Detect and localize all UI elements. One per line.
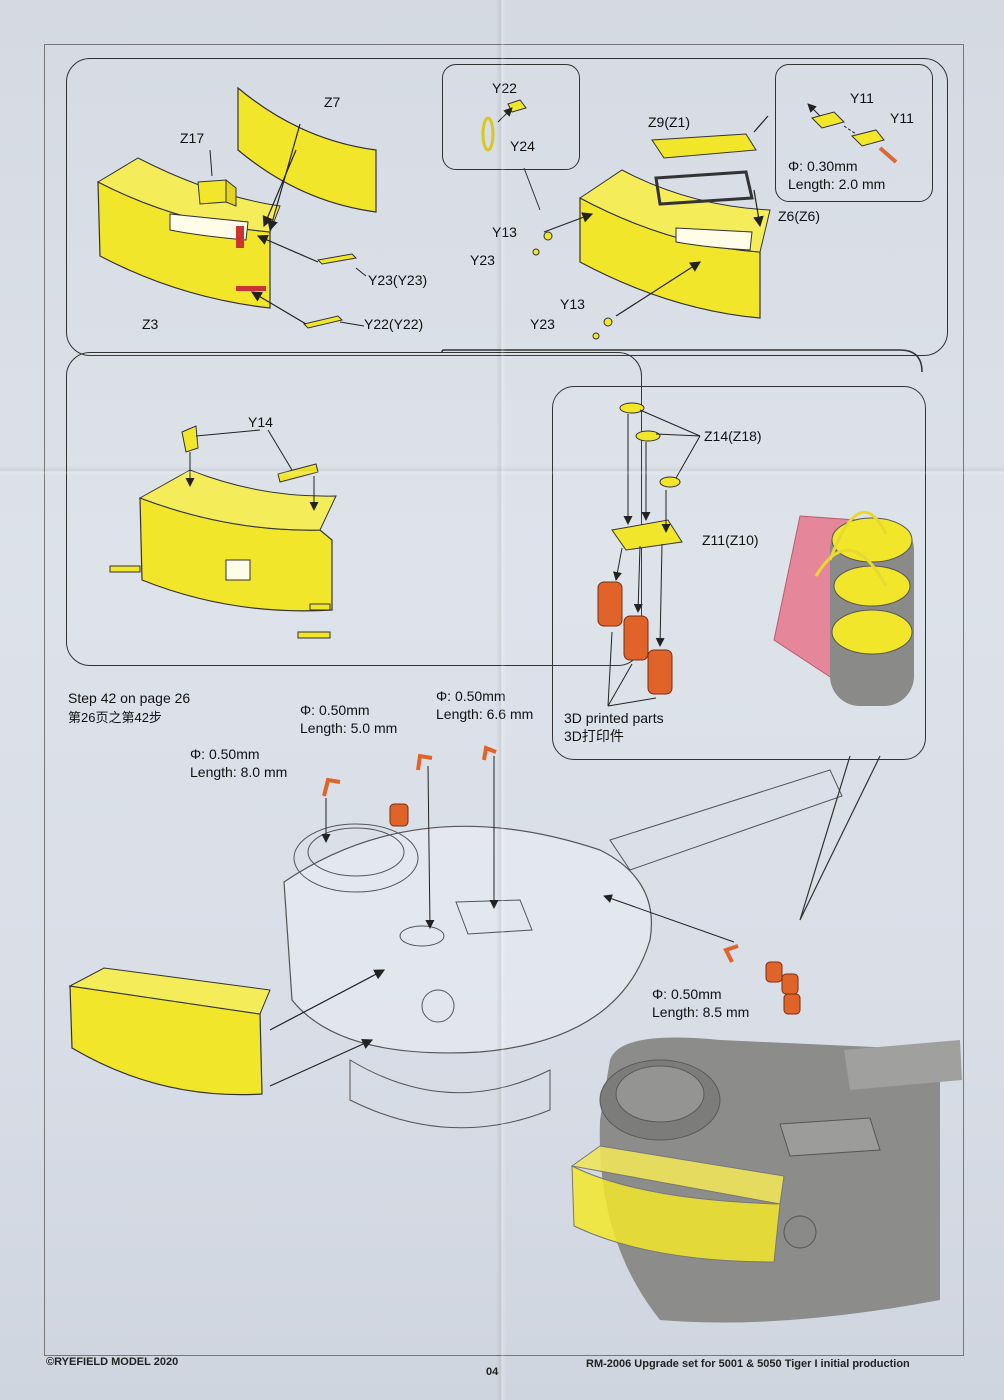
label-step-en: Step 42 on page 26 (68, 690, 191, 706)
z6-shield (579, 169, 771, 319)
label-z14-z18: Z14(Z18) (704, 428, 762, 444)
y22-strip (303, 315, 343, 329)
label-phi-050-b: Φ: 0.50mm (300, 702, 370, 718)
footer-page-number: 04 (486, 1366, 499, 1378)
z17-plate (197, 178, 237, 207)
label-y23-a: Y23 (470, 252, 495, 268)
y14-shield (109, 469, 337, 639)
z14-parts (619, 402, 681, 488)
label-z11-z10: Z11(Z10) (702, 532, 759, 548)
label-y11-a: Y11 (850, 90, 874, 106)
label-length-8-5: Length: 8.5 mm (652, 1004, 750, 1020)
label-3d-printed-cn: 3D打印件 (564, 728, 624, 744)
label-y11-b: Y11 (890, 110, 914, 126)
turret-shield-part (68, 967, 271, 1096)
y23-strip (316, 253, 358, 265)
label-phi-050-d: Φ: 0.50mm (652, 986, 722, 1002)
label-phi-050-a: Φ: 0.50mm (190, 746, 260, 762)
callout-y22-y24 (442, 64, 580, 170)
label-y14: Y14 (248, 414, 273, 430)
label-y13-b: Y13 (560, 296, 585, 312)
label-z6-z6: Z6(Z6) (778, 208, 820, 224)
label-phi-030: Φ: 0.30mm (788, 158, 858, 174)
page-border (44, 44, 964, 1356)
z3-shield (96, 157, 281, 309)
label-length-2: Length: 2.0 mm (788, 176, 886, 192)
label-length-8: Length: 8.0 mm (190, 764, 288, 780)
label-y22: Y22 (492, 80, 517, 96)
panel-outline (441, 349, 923, 373)
label-z9-z1: Z9(Z1) (648, 114, 690, 130)
z11-bracket (611, 519, 683, 551)
footer-copyright: ©RYEFIELD MODEL 2020 (46, 1356, 179, 1368)
turret-drawing (283, 769, 843, 1129)
label-y24: Y24 (510, 138, 535, 154)
label-y23-b: Y23 (530, 316, 555, 332)
fold-crease-vertical (496, 0, 506, 1400)
label-z7: Z7 (324, 94, 341, 110)
label-phi-050-c: Φ: 0.50mm (436, 688, 506, 704)
label-step-cn: 第26页之第42步 (68, 710, 162, 725)
label-3d-printed-en: 3D printed parts (564, 710, 664, 726)
label-length-5: Length: 5.0 mm (300, 720, 398, 736)
z7-plate (237, 86, 377, 213)
smoke-discharger-render (773, 510, 914, 706)
footer-product: RM-2006 Upgrade set for 5001 & 5050 Tige… (586, 1358, 910, 1370)
label-z17: Z17 (180, 130, 205, 146)
label-z3: Z3 (142, 316, 159, 332)
label-y22-y22: Y22(Y22) (364, 316, 424, 332)
label-length-6-6: Length: 6.6 mm (436, 706, 534, 722)
z9-lid (651, 133, 757, 206)
label-y13-a: Y13 (492, 224, 517, 240)
fold-crease-horizontal (0, 466, 1004, 476)
label-y23-y23: Y23(Y23) (368, 272, 428, 288)
turret-render (570, 1037, 962, 1323)
printed-cylinders (597, 581, 673, 695)
